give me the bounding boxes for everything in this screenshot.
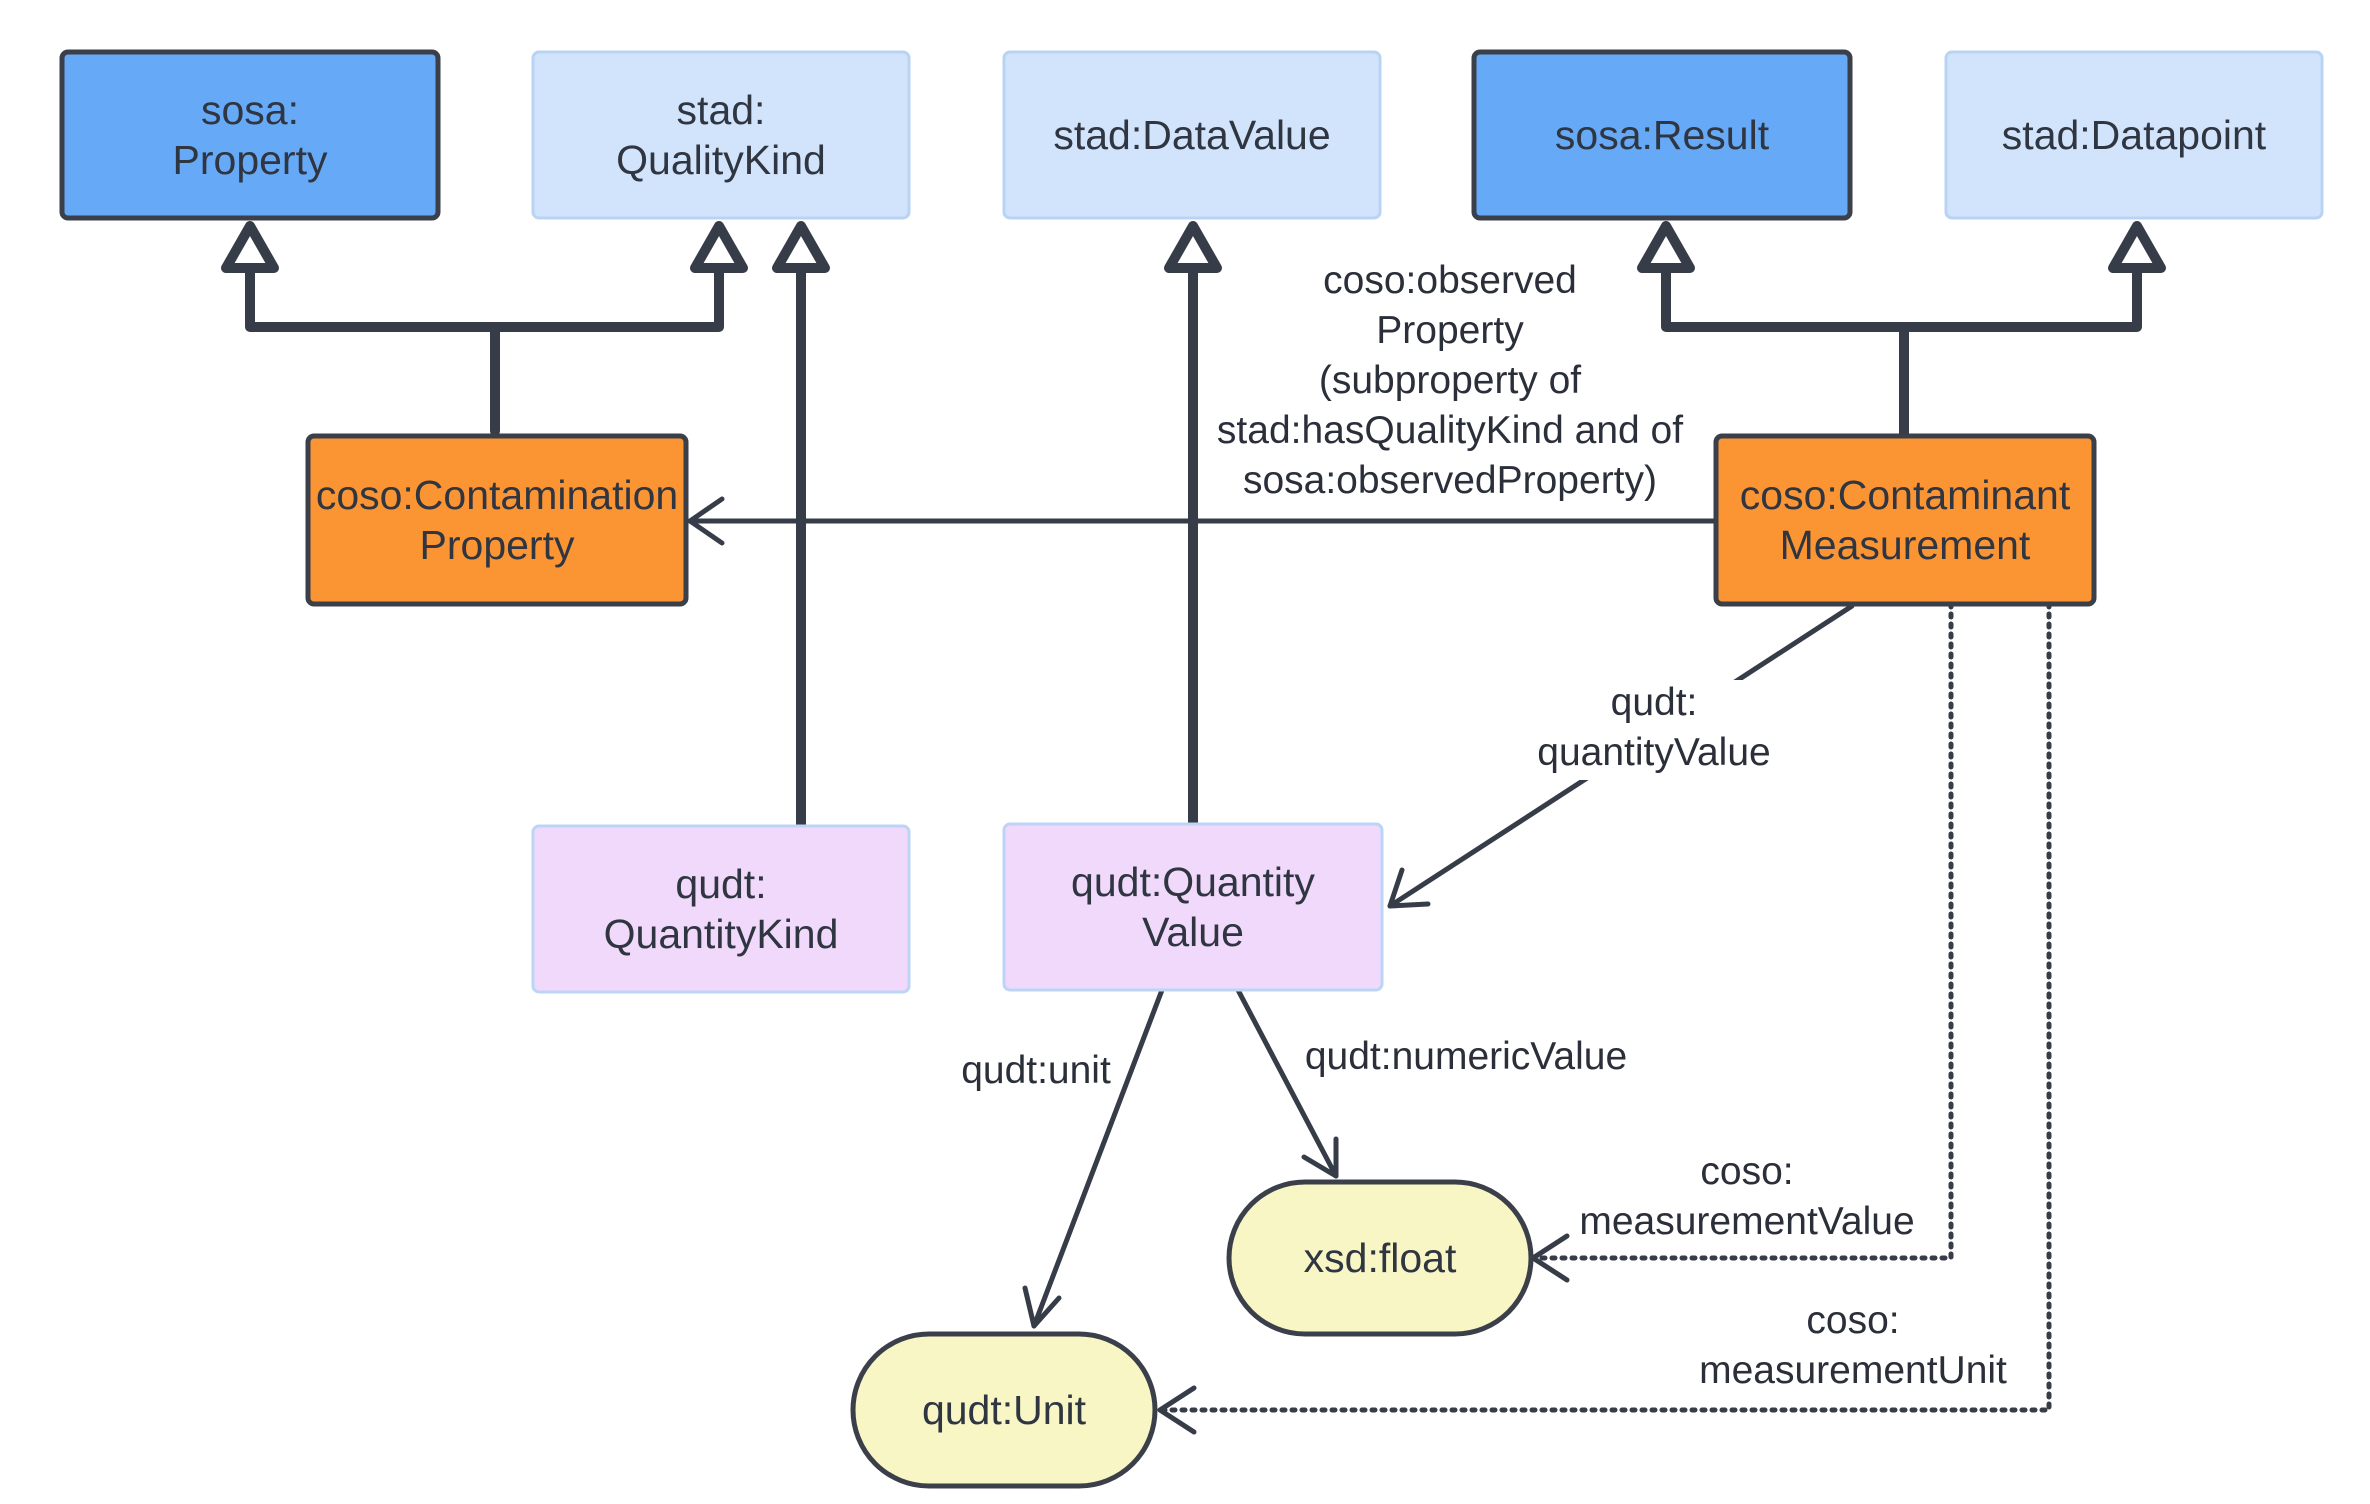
node-label: qudt: [675,861,766,907]
edge-label-line: qudt:numericValue [1305,1035,1627,1078]
edge-label-line: measurementUnit [1699,1349,2007,1392]
node-label: stad: [677,87,766,133]
label-background [1498,680,1810,780]
edge-label-measurement-unit: coso: measurementUnit [1699,1299,2007,1392]
arrow-hollow-triangle-icon [1637,221,1695,273]
edge-label-line: (subproperty of [1319,359,1581,402]
arrow-open-icon [1387,867,1431,909]
edge-label-measurement-value: coso: measurementValue [1579,1150,1914,1243]
edge-subclass-contaminantmeasurement [1661,263,2142,441]
edge-label-line: stad:hasQualityKind and of [1217,409,1683,452]
arrow-hollow-triangle-icon [221,221,279,273]
edge-label-unit: qudt:unit [961,1049,1111,1092]
arrow-open-icon [1157,1385,1197,1435]
node-sosa-result[interactable]: sosa:Result [1471,49,1853,221]
edge-label-line: measurementValue [1579,1200,1914,1243]
arrow-open-icon [687,496,725,546]
arrow-open-icon [1301,1136,1339,1179]
node-box [305,433,689,607]
edge-unit [1031,987,1165,1329]
edge-label-line: quantityValue [1537,731,1770,774]
node-label: xsd:float [1304,1235,1457,1281]
edge-label-observed-property: coso:observedProperty (subproperty of stad… [1217,259,1683,502]
edge-label-numeric-value: qudt:numericValue [1305,1035,1627,1078]
edge-label-line: coso: [1700,1150,1793,1193]
node-label: qudt:Unit [922,1387,1087,1433]
edge-label-line: qudt: [1611,681,1698,724]
edge-subclass-contaminationproperty [245,263,724,436]
node-box [1713,433,2097,607]
node-box [59,49,441,221]
edge-label-line: coso:observed [1323,259,1577,302]
edge-label-quantity-value: qudt: quantityValue [1498,680,1810,780]
node-label: Property [420,522,575,568]
edge-measurement-value [1530,601,1954,1261]
node-box [531,824,911,994]
node-label: qudt:Quantity [1071,859,1315,905]
node-box [531,50,911,220]
node-label: QuantityKind [604,911,839,957]
node-qudt-unit[interactable]: qudt:Unit [850,1331,1158,1489]
arrow-hollow-triangle-icon [2108,221,2166,273]
node-label: stad:Datapoint [2002,112,2267,158]
arrow-hollow-triangle-icon [1164,221,1222,273]
node-box [1226,1179,1534,1337]
edge-label-line: qudt:unit [961,1049,1111,1092]
node-stad-datapoint[interactable]: stad:Datapoint [1944,50,2324,220]
edge-label-line: Property [1376,309,1524,352]
node-label: Measurement [1780,522,2031,568]
arrow-hollow-triangle-icon [690,221,748,273]
node-label: stad:DataValue [1053,112,1330,158]
node-box [1944,50,2324,220]
node-box [1002,822,1384,992]
node-label: coso:Contamination [316,472,678,518]
edge-label-line: coso: [1806,1299,1899,1342]
edge-numeric-value [1235,987,1339,1179]
node-box [850,1331,1158,1489]
node-label: QualityKind [616,137,826,183]
node-xsd-float[interactable]: xsd:float [1226,1179,1534,1337]
node-box [1002,50,1382,220]
edge-measurement-unit [1157,601,2052,1413]
node-label: sosa: [201,87,299,133]
edge-label-line: sosa:observedProperty) [1243,459,1657,502]
node-label: sosa:Result [1555,112,1770,158]
node-sosa-property[interactable]: sosa:Property [59,49,441,221]
arrow-hollow-triangle-icon [772,221,830,273]
node-label: Property [173,137,328,183]
node-qudt-quantitykind[interactable]: qudt:QuantityKind [531,824,911,994]
node-stad-qualitykind[interactable]: stad:QualityKind [531,50,911,220]
node-stad-datavalue[interactable]: stad:DataValue [1002,50,1382,220]
arrow-open-icon [1022,1285,1062,1329]
node-label: coso:Contaminant [1740,472,2071,518]
node-box [1471,49,1853,221]
node-label: Value [1142,909,1244,955]
